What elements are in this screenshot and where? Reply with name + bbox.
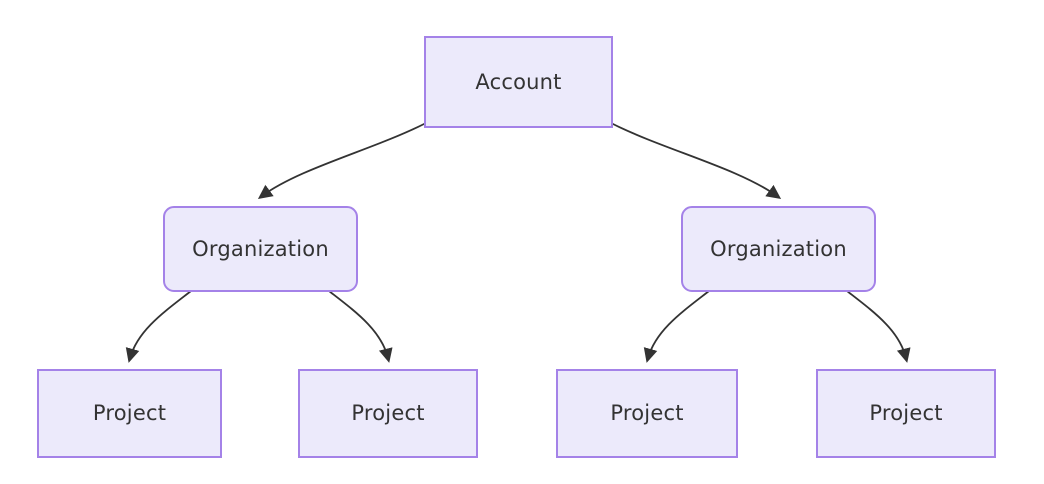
node-label: Project	[610, 401, 684, 425]
node-org-left[interactable]: Organization	[163, 206, 358, 292]
node-project-2[interactable]: Project	[298, 369, 478, 458]
node-label: Project	[351, 401, 425, 425]
edge-account-org-right	[612, 123, 782, 199]
node-label: Project	[869, 401, 943, 425]
edge-account-org-left	[257, 123, 425, 199]
edge-org-right-project-3	[643, 290, 710, 363]
edge-org-left-project-2	[328, 290, 393, 363]
node-label: Account	[475, 69, 562, 94]
node-project-4[interactable]: Project	[816, 369, 996, 458]
node-project-1[interactable]: Project	[37, 369, 222, 458]
edge-org-left-project-1	[125, 290, 192, 363]
node-label: Project	[92, 401, 167, 425]
node-account[interactable]: Account	[424, 36, 613, 128]
edge-org-right-project-4	[846, 290, 911, 363]
node-org-right[interactable]: Organization	[681, 206, 876, 292]
node-project-3[interactable]: Project	[556, 369, 738, 458]
node-label: Organization	[710, 236, 847, 261]
node-label: Organization	[192, 236, 329, 261]
